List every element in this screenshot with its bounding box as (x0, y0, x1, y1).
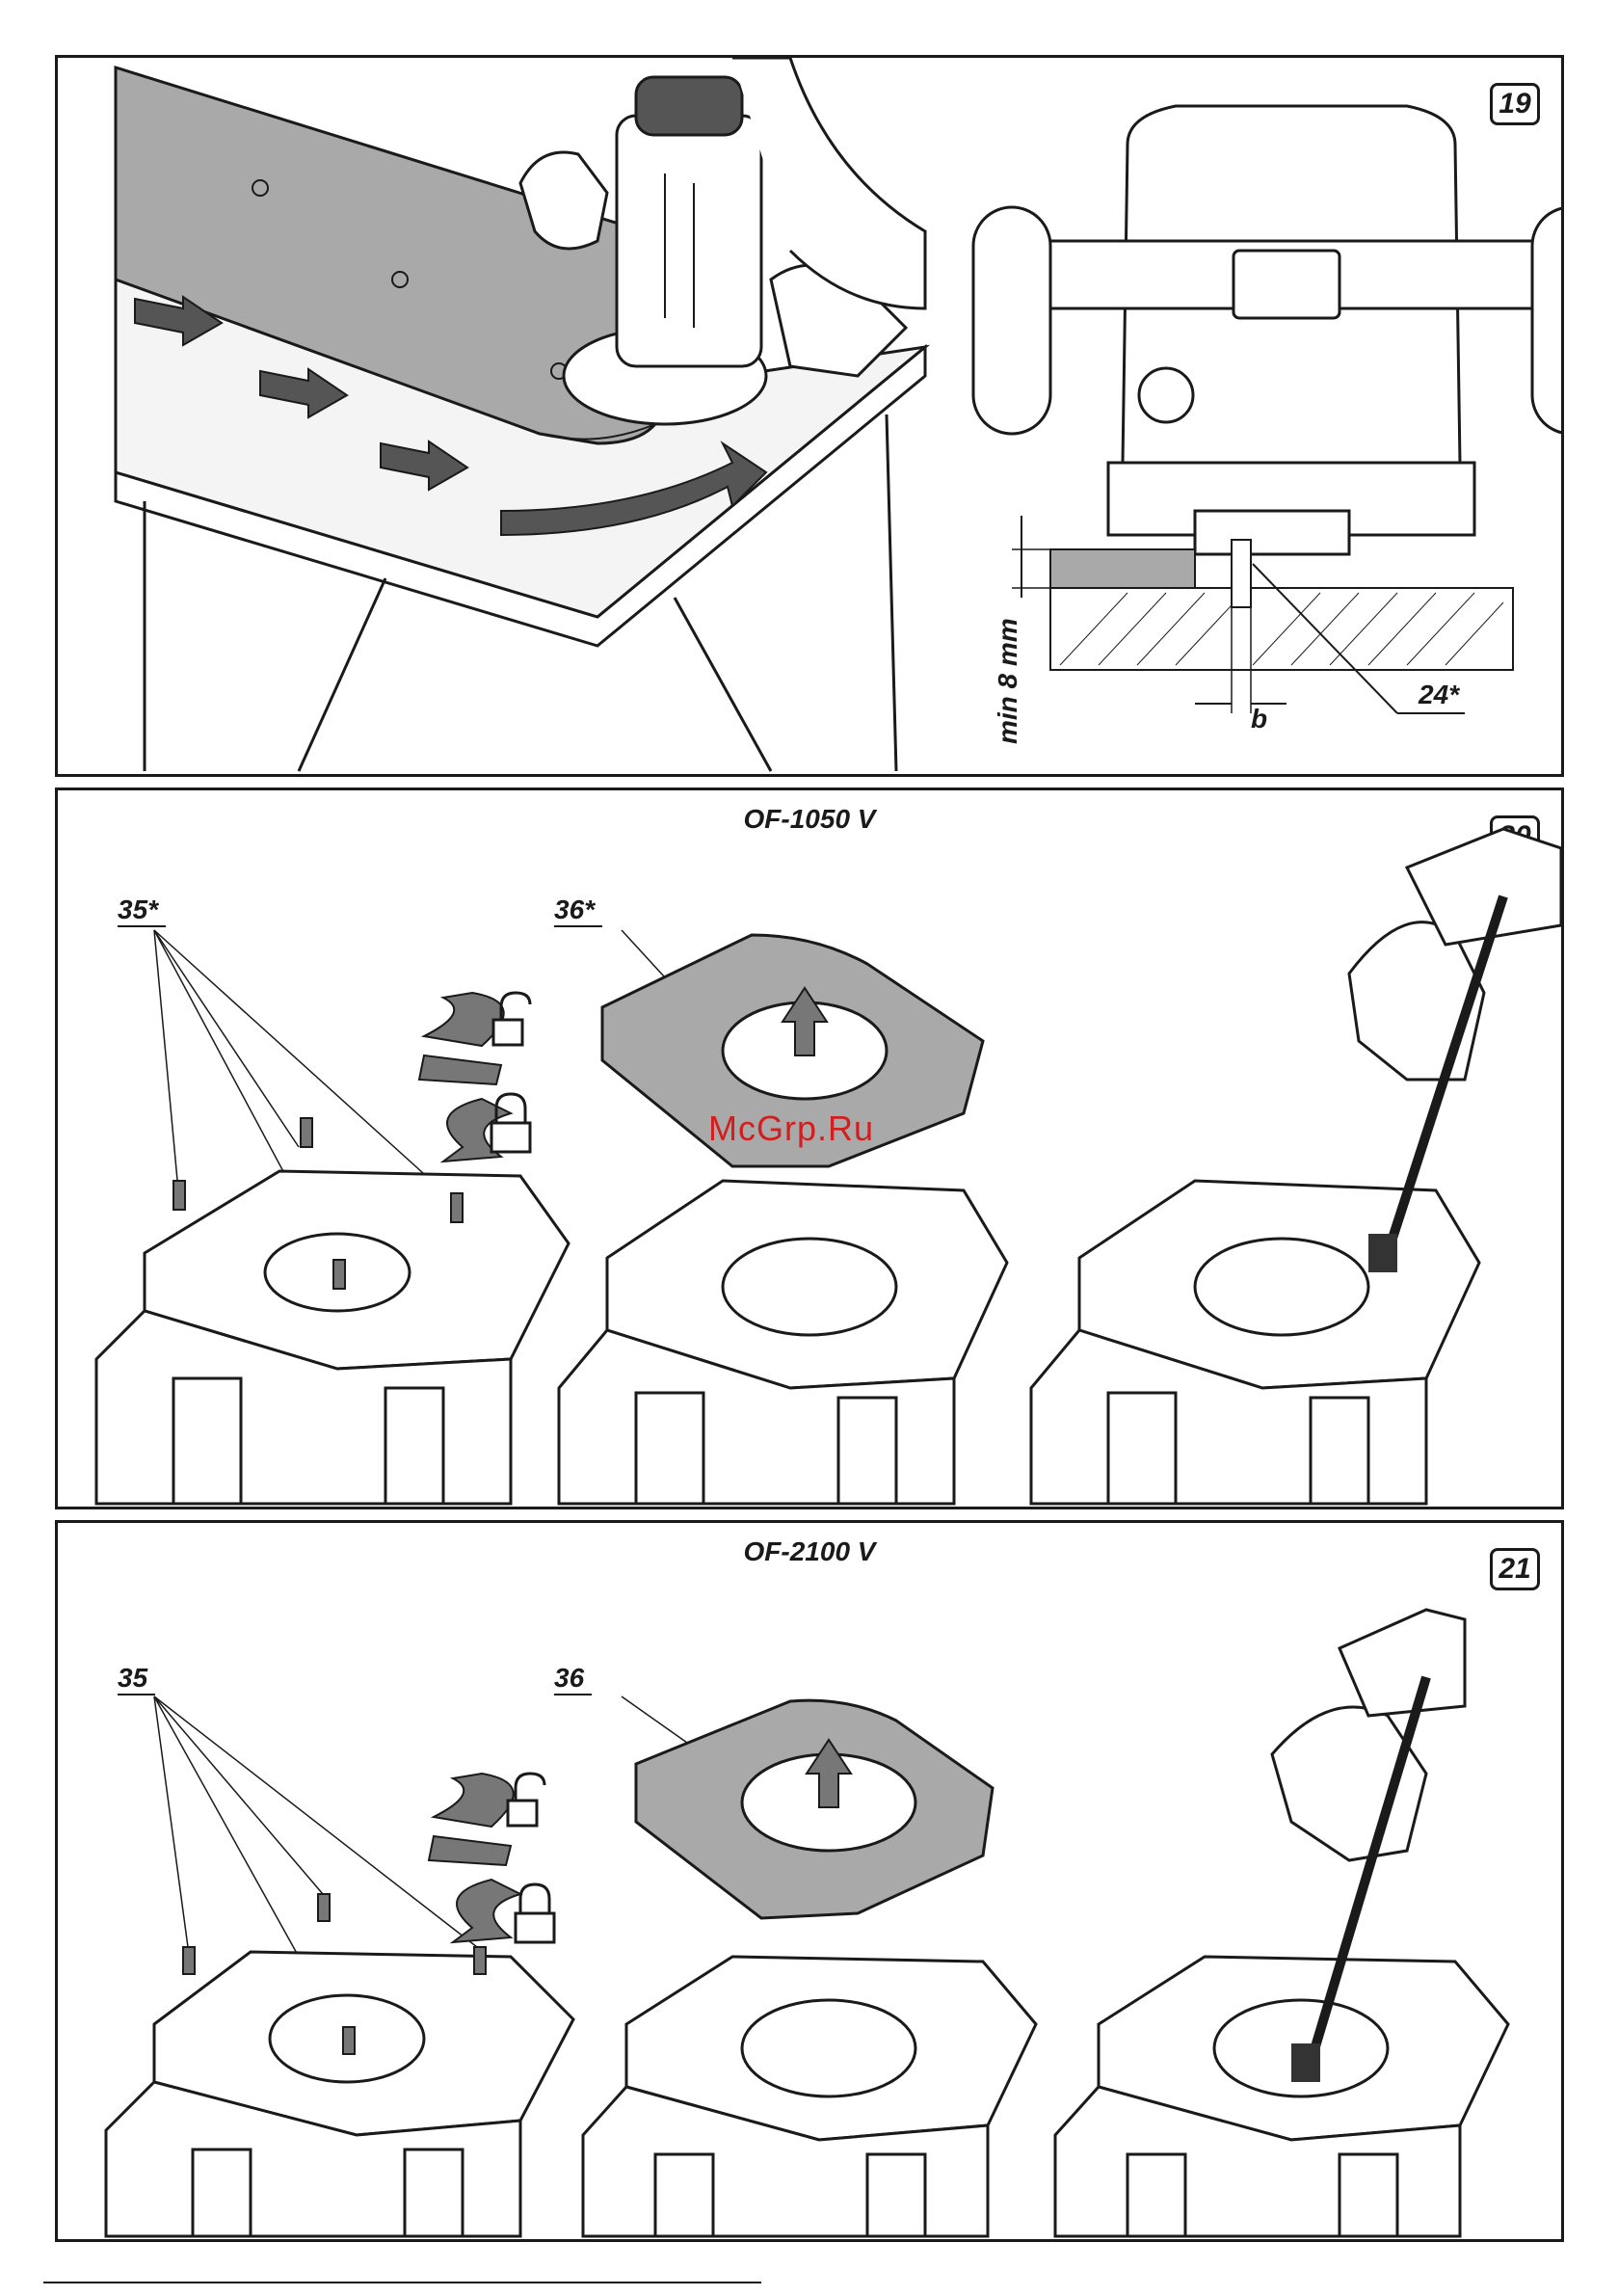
unlock-icon (508, 1774, 544, 1826)
base-plate-removal-illustration (58, 1523, 1561, 2239)
watermark: McGrp.Ru (708, 1108, 874, 1149)
figure-19: 19 min 8 mm b 24* (55, 55, 1564, 777)
unlock-icon (493, 993, 530, 1045)
dimension-b-label: b (1251, 704, 1267, 734)
rotate-arrow-icon (429, 1774, 520, 1942)
figure-21: OF-2100 V 21 35 36 (55, 1520, 1564, 2242)
router-template-illustration (58, 58, 1561, 774)
min-depth-label: min 8 mm (993, 618, 1023, 744)
lock-icon (491, 1094, 530, 1152)
footer-rule (43, 2282, 761, 2283)
figure-number: 19 (1490, 83, 1540, 125)
lock-icon (516, 1884, 554, 1942)
part-24-label: 24* (1419, 680, 1459, 710)
